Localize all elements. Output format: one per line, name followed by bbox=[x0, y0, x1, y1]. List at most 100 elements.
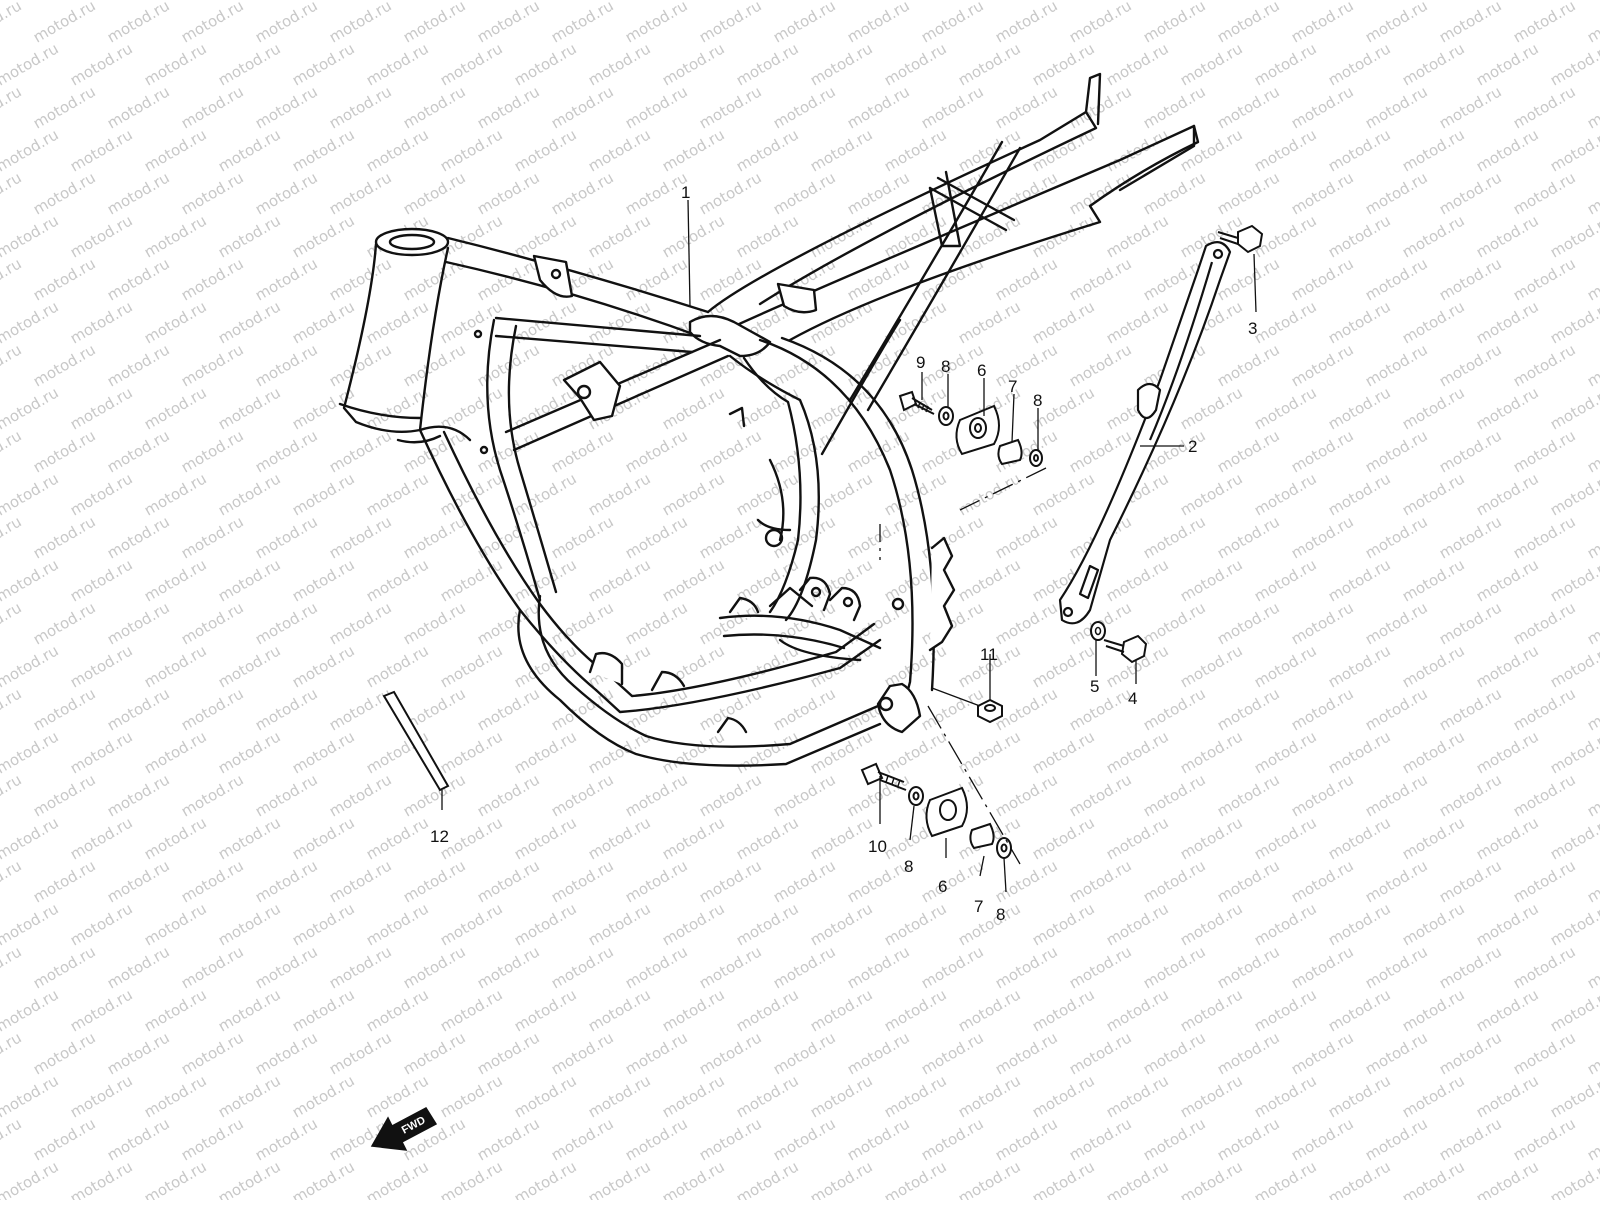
watermark-text: motod.ru bbox=[1140, 1114, 1209, 1164]
watermark-text: motod.ru bbox=[1399, 555, 1468, 605]
watermark-text: motod.ru bbox=[1362, 340, 1431, 390]
watermark-text: motod.ru bbox=[622, 856, 691, 906]
watermark-text: motod.ru bbox=[215, 641, 284, 691]
watermark-text: motod.ru bbox=[733, 727, 802, 777]
watermark-text: motod.ru bbox=[1473, 727, 1542, 777]
watermark-text: motod.ru bbox=[659, 1071, 728, 1121]
watermark-text: motod.ru bbox=[474, 856, 543, 906]
watermark-text: motod.ru bbox=[474, 254, 543, 304]
watermark-text: motod.ru bbox=[844, 168, 913, 218]
watermark-text: motod.ru bbox=[1288, 1028, 1357, 1078]
watermark-text: motod.ru bbox=[1584, 0, 1600, 46]
watermark-text: motod.ru bbox=[215, 39, 284, 89]
watermark-text: motod.ru bbox=[1510, 0, 1579, 46]
upper-mount-hardware bbox=[898, 390, 1043, 467]
watermark-text: motod.ru bbox=[1584, 1028, 1600, 1078]
watermark-text: motod.ru bbox=[67, 211, 136, 261]
watermark-text: motod.ru bbox=[1399, 641, 1468, 691]
watermark-text: motod.ru bbox=[1510, 512, 1579, 562]
watermark-text: motod.ru bbox=[1473, 125, 1542, 175]
watermark-text: motod.ru bbox=[289, 1157, 358, 1200]
watermark-text: motod.ru bbox=[585, 297, 654, 347]
watermark-text: motod.ru bbox=[1399, 1071, 1468, 1121]
watermark-text: motod.ru bbox=[770, 856, 839, 906]
watermark-text: motod.ru bbox=[1103, 727, 1172, 777]
watermark-text: motod.ru bbox=[474, 684, 543, 734]
watermark-text: motod.ru bbox=[1214, 0, 1283, 46]
watermark-text: motod.ru bbox=[178, 1028, 247, 1078]
watermark-text: motod.ru bbox=[1325, 641, 1394, 691]
watermark-text: motod.ru bbox=[696, 82, 765, 132]
watermark-text: motod.ru bbox=[1399, 727, 1468, 777]
watermark-text: motod.ru bbox=[0, 125, 62, 175]
watermark-text: motod.ru bbox=[1288, 0, 1357, 46]
cradle-tab-front bbox=[588, 651, 624, 686]
watermark-text: motod.ru bbox=[585, 125, 654, 175]
watermark-text: motod.ru bbox=[104, 1028, 173, 1078]
watermark-text: motod.ru bbox=[1584, 770, 1600, 820]
watermark-text: motod.ru bbox=[511, 813, 580, 863]
watermark-text: motod.ru bbox=[326, 512, 395, 562]
watermark-text: motod.ru bbox=[1103, 1071, 1172, 1121]
watermark-text: motod.ru bbox=[1399, 985, 1468, 1035]
watermark-text: motod.ru bbox=[178, 254, 247, 304]
watermark-text: motod.ru bbox=[1399, 813, 1468, 863]
watermark-text: motod.ru bbox=[363, 125, 432, 175]
watermark-text: motod.ru bbox=[659, 1157, 728, 1200]
watermark-text: motod.ru bbox=[30, 168, 99, 218]
watermark-text: motod.ru bbox=[881, 985, 950, 1035]
mount-rubber-6-lower bbox=[925, 786, 968, 838]
watermark-text: motod.ru bbox=[1399, 899, 1468, 949]
watermark-text: motod.ru bbox=[67, 555, 136, 605]
watermark-text: motod.ru bbox=[215, 899, 284, 949]
watermark-text: motod.ru bbox=[733, 1157, 802, 1200]
watermark-text: motod.ru bbox=[622, 1114, 691, 1164]
watermark-text: motod.ru bbox=[141, 727, 210, 777]
watermark-text: motod.ru bbox=[0, 39, 62, 89]
watermark-text: motod.ru bbox=[1436, 942, 1505, 992]
watermark-text: motod.ru bbox=[881, 1157, 950, 1200]
watermark-text: motod.ru bbox=[992, 0, 1061, 46]
watermark-text: motod.ru bbox=[1066, 942, 1135, 992]
watermark-text: motod.ru bbox=[252, 942, 321, 992]
watermark-text: motod.ru bbox=[1177, 1071, 1246, 1121]
watermark-text: motod.ru bbox=[252, 0, 321, 46]
watermark-text: motod.ru bbox=[178, 856, 247, 906]
watermark-text: motod.ru bbox=[1399, 297, 1468, 347]
watermark-text: motod.ru bbox=[67, 297, 136, 347]
watermark-text: motod.ru bbox=[67, 641, 136, 691]
callout-12: 12 bbox=[430, 827, 449, 846]
watermark-text: motod.ru bbox=[0, 168, 25, 218]
watermark-text: motod.ru bbox=[474, 426, 543, 476]
watermark-text: motod.ru bbox=[1177, 39, 1246, 89]
watermark-text: motod.ru bbox=[1436, 168, 1505, 218]
watermark-text: motod.ru bbox=[1214, 426, 1283, 476]
watermark-text: motod.ru bbox=[1251, 39, 1320, 89]
watermark-text: motod.ru bbox=[1584, 254, 1600, 304]
watermark-text: motod.ru bbox=[1066, 1114, 1135, 1164]
watermark-text: motod.ru bbox=[0, 555, 62, 605]
watermark-text: motod.ru bbox=[1103, 555, 1172, 605]
watermark-text: motod.ru bbox=[548, 1114, 617, 1164]
watermark-text: motod.ru bbox=[881, 39, 950, 89]
watermark-text: motod.ru bbox=[437, 383, 506, 433]
watermark-text: motod.ru bbox=[696, 1114, 765, 1164]
watermark-text: motod.ru bbox=[548, 512, 617, 562]
watermark-text: motod.ru bbox=[844, 82, 913, 132]
watermark-text: motod.ru bbox=[1473, 383, 1542, 433]
callout-2: 2 bbox=[1188, 437, 1197, 456]
watermark-text: motod.ru bbox=[585, 39, 654, 89]
gusset-hole bbox=[550, 268, 562, 280]
callout-8-upper-a: 8 bbox=[941, 357, 950, 376]
callout-4: 4 bbox=[1128, 689, 1137, 708]
watermark-text: motod.ru bbox=[622, 942, 691, 992]
watermark-text: motod.ru bbox=[1510, 1114, 1579, 1164]
watermark-text: motod.ru bbox=[0, 813, 62, 863]
callout-8-lower-b: 8 bbox=[996, 905, 1005, 924]
watermark-text: motod.ru bbox=[1436, 426, 1505, 476]
watermark-text: motod.ru bbox=[326, 770, 395, 820]
watermark-text: motod.ru bbox=[215, 469, 284, 519]
watermark-text: motod.ru bbox=[1436, 770, 1505, 820]
watermark-text: motod.ru bbox=[1325, 899, 1394, 949]
